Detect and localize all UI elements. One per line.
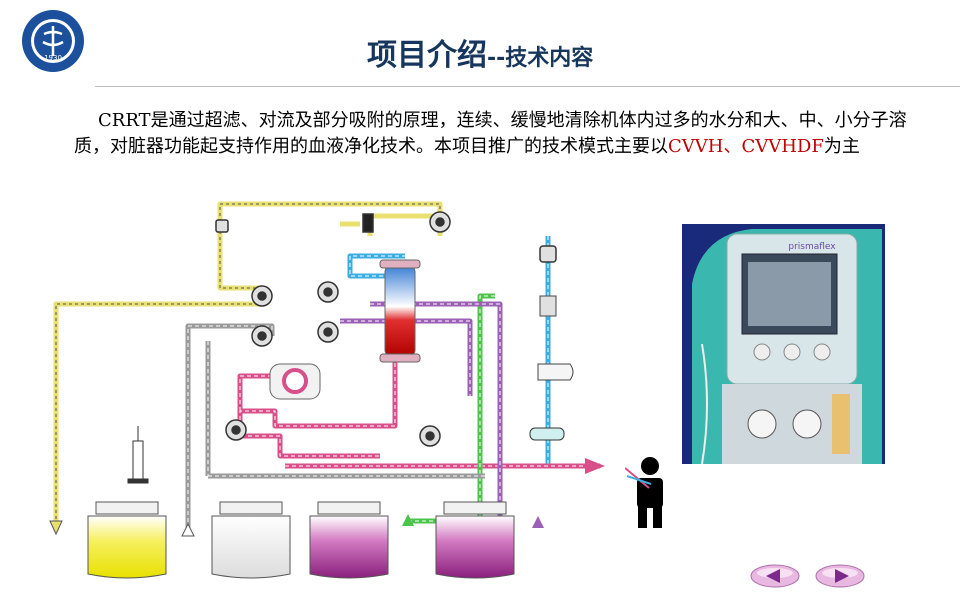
triangle-left-icon xyxy=(750,564,800,588)
page-title: 项目介绍--技术内容 xyxy=(367,30,593,74)
paragraph-suffix: 为主 xyxy=(823,136,860,157)
syringe-icon xyxy=(127,426,149,484)
title-main: 项目介绍 xyxy=(367,38,487,73)
yellow-line xyxy=(53,201,443,531)
svg-text:prismaflex: prismaflex xyxy=(788,242,836,252)
next-slide-button[interactable] xyxy=(815,563,865,589)
prev-slide-button[interactable] xyxy=(750,563,800,589)
header-divider xyxy=(95,86,960,87)
yellow-loop xyxy=(340,213,443,236)
green-line xyxy=(408,293,495,524)
patient-figure xyxy=(625,457,663,528)
triangle-right-icon xyxy=(815,564,865,588)
hospital-logo: 1930 xyxy=(20,8,86,74)
crrt-circuit-diagram xyxy=(49,201,605,579)
svg-text:1930: 1930 xyxy=(44,54,62,62)
crrt-machine-photo: prismaflex xyxy=(682,224,885,464)
paragraph-text: CRRT是通过超滤、对流及部分吸附的原理，连续、缓慢地清除机体内过多的水分和大、… xyxy=(74,110,907,157)
title-sub: --技术内容 xyxy=(487,46,594,71)
description-paragraph: CRRT是通过超滤、对流及部分吸附的原理，连续、缓慢地清除机体内过多的水分和大、… xyxy=(74,108,924,160)
paragraph-highlight: CVVH、CVVHDF xyxy=(668,136,824,157)
